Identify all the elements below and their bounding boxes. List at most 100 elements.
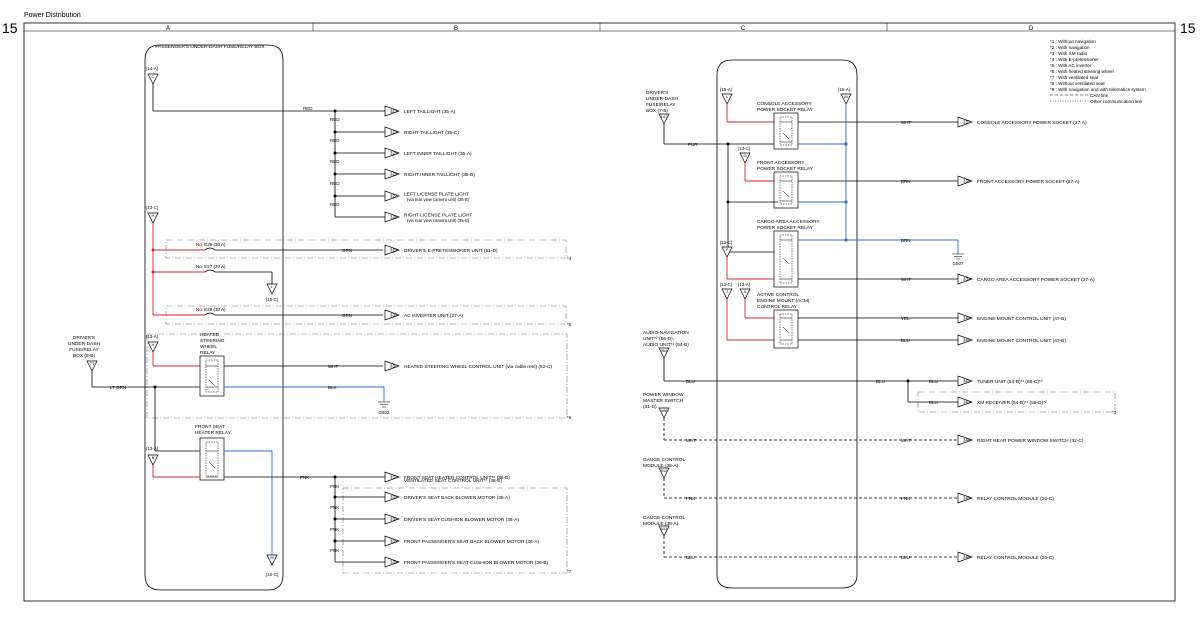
svg-text:(13-A): (13-A) (146, 334, 159, 339)
svg-text:406: 406 (661, 408, 668, 413)
svg-text:PNK: PNK (330, 548, 339, 553)
svg-text:WHT: WHT (901, 277, 911, 282)
column-b: B (454, 26, 458, 32)
svg-text:CARGO AREA ACCESSORY: CARGO AREA ACCESSORY (757, 219, 820, 225)
svg-text:CONSOLE ACCESSORY POWER SOCKET: CONSOLE ACCESSORY POWER SOCKET (27-A) (977, 120, 1087, 126)
drivers-fuse-box-left: DRIVER'S UNDER-DASH FUSE/RELAY BOX (8-B)… (68, 335, 101, 372)
svg-text:343: 343 (963, 400, 971, 405)
svg-text:AC INVERTER UNIT (27-A): AC INVERTER UNIT (27-A) (404, 313, 464, 319)
svg-text:364: 364 (661, 348, 668, 353)
svg-text:AUDIO-NAVIGATION: AUDIO-NAVIGATION (643, 330, 689, 336)
svg-text:333: 333 (390, 495, 398, 500)
page-number-right: 15 (1180, 20, 1196, 36)
svg-text:H: H (152, 213, 155, 218)
svg-text:*9 : With navigation and with: *9 : With navigation and with telematics… (1050, 87, 1146, 92)
svg-text:WHT: WHT (686, 438, 696, 443)
svg-text:RIGHT LICENSE PLATE LIGHT: RIGHT LICENSE PLATE LIGHT (404, 213, 472, 219)
svg-text:335: 335 (390, 539, 398, 544)
fuse-e26-e27-e28-circuit: No. E26 (30 A) GRN No. E27 (20 A) L (15-… (151, 223, 383, 318)
svg-text:BLU: BLU (901, 555, 910, 560)
svg-text:346: 346 (963, 555, 971, 560)
page-title: Power Distribution (24, 12, 81, 19)
svg-text:(via rear view camera unit) (3: (via rear view camera unit) (35-B) (407, 197, 470, 202)
svg-text:VENTILATED SEAT CONTROL UNIT*⁷: VENTILATED SEAT CONTROL UNIT*⁷ (36-B) (404, 478, 502, 484)
svg-text:L: L (726, 94, 729, 99)
svg-text:C: C (152, 74, 155, 79)
svg-text:POWER SOCKET RELAY: POWER SOCKET RELAY (757, 166, 814, 172)
svg-text:UNIT*² (56-D),: UNIT*² (56-D), (643, 336, 674, 342)
svg-text:No. E26 (30 A): No. E26 (30 A) (196, 242, 226, 247)
wire-blu-audio: BLU (686, 379, 695, 384)
svg-text:A: A (744, 289, 747, 294)
svg-text:GRN: GRN (342, 313, 352, 318)
svg-text:DRIVER'S SEAT BACK BLOWER MOTO: DRIVER'S SEAT BACK BLOWER MOTOR (36-A) (404, 495, 510, 501)
svg-text:338: 338 (963, 179, 971, 184)
svg-text:POWER SOCKET RELAY: POWER SOCKET RELAY (757, 107, 814, 113)
svg-text:325: 325 (390, 151, 398, 156)
svg-text:FRONT PASSENGER'S SEAT CUSHION: FRONT PASSENGER'S SEAT CUSHION BLOWER MO… (404, 560, 549, 566)
svg-text:No. E28 (30 A): No. E28 (30 A) (196, 307, 226, 312)
svg-text:GRN: GRN (342, 248, 352, 253)
svg-text:PNK: PNK (330, 527, 339, 532)
svg-text:342: 342 (963, 379, 971, 384)
svg-text:329: 329 (390, 248, 398, 253)
svg-text:YEL: YEL (901, 316, 910, 321)
passenger-fuse-box: PASSENGER'S UNDER-DASH FUSE/RELAY BOX (144, 44, 284, 591)
svg-text:334: 334 (390, 517, 398, 522)
column-a: A (166, 26, 170, 32)
svg-text:336: 336 (390, 560, 398, 565)
svg-text:FRONT SEAT HEATER CONTROL UNIT: FRONT SEAT HEATER CONTROL UNIT*⁸ (36-B) (404, 475, 510, 481)
circuit-323: 323 LEFT TAILLIGHT (35-A) (335, 105, 456, 117)
svg-text:RIGHT TAILLIGHT (35-C): RIGHT TAILLIGHT (35-C) (404, 130, 459, 136)
svg-text:LEFT TAILLIGHT (35-A): LEFT TAILLIGHT (35-A) (404, 109, 456, 115)
svg-text:(14-A): (14-A) (146, 66, 159, 71)
svg-text:G507: G507 (952, 261, 964, 266)
svg-text:BRN: BRN (901, 179, 911, 184)
svg-text:341: 341 (963, 338, 971, 343)
svg-text:323: 323 (390, 109, 398, 114)
svg-text:POWER WINDOW: POWER WINDOW (643, 392, 684, 398)
svg-text:Other communication line: Other communication line (1090, 99, 1143, 104)
svg-text:HEATED: HEATED (200, 332, 220, 338)
svg-text:FUSE/RELAY: FUSE/RELAY (69, 347, 99, 353)
svg-text:*3 : With XM radio: *3 : With XM radio (1050, 51, 1087, 56)
svg-text:512: 512 (661, 468, 668, 473)
connector-13c-h: (13-C) H (146, 205, 159, 224)
svg-text:*5: *5 (567, 322, 572, 327)
svg-text:UNDER-DASH: UNDER-DASH (646, 96, 679, 102)
svg-text:*5 : With AC inverter: *5 : With AC inverter (1050, 63, 1092, 68)
column-d: D (1029, 26, 1034, 32)
svg-text:CAN line: CAN line (1090, 93, 1109, 98)
svg-text:331: 331 (390, 364, 398, 369)
svg-text:340: 340 (963, 316, 971, 321)
svg-text:(13-C): (13-C) (738, 146, 751, 151)
svg-text:ENGINE MOUNT (ACM): ENGINE MOUNT (ACM) (757, 298, 810, 304)
svg-text:MODULE (38-A): MODULE (38-A) (643, 521, 679, 527)
svg-text:H: H (152, 342, 155, 347)
svg-text:CONTROL RELAY: CONTROL RELAY (757, 304, 798, 310)
circuit-333: 333 DRIVER'S SEAT BACK BLOWER MOTOR (36-A… (335, 491, 510, 503)
svg-text:(15-A): (15-A) (720, 87, 733, 92)
svg-text:RED: RED (330, 159, 340, 164)
svg-text:WHT: WHT (901, 120, 911, 125)
svg-text:LEFT LICENSE PLATE LIGHT: LEFT LICENSE PLATE LIGHT (404, 192, 469, 198)
svg-text:RED: RED (330, 138, 340, 143)
legend: *1 : Without navigation *2 : With naviga… (1050, 39, 1146, 104)
svg-text:G: G (743, 153, 746, 158)
svg-text:RED: RED (330, 117, 340, 122)
svg-text:(13-C): (13-C) (146, 205, 159, 210)
